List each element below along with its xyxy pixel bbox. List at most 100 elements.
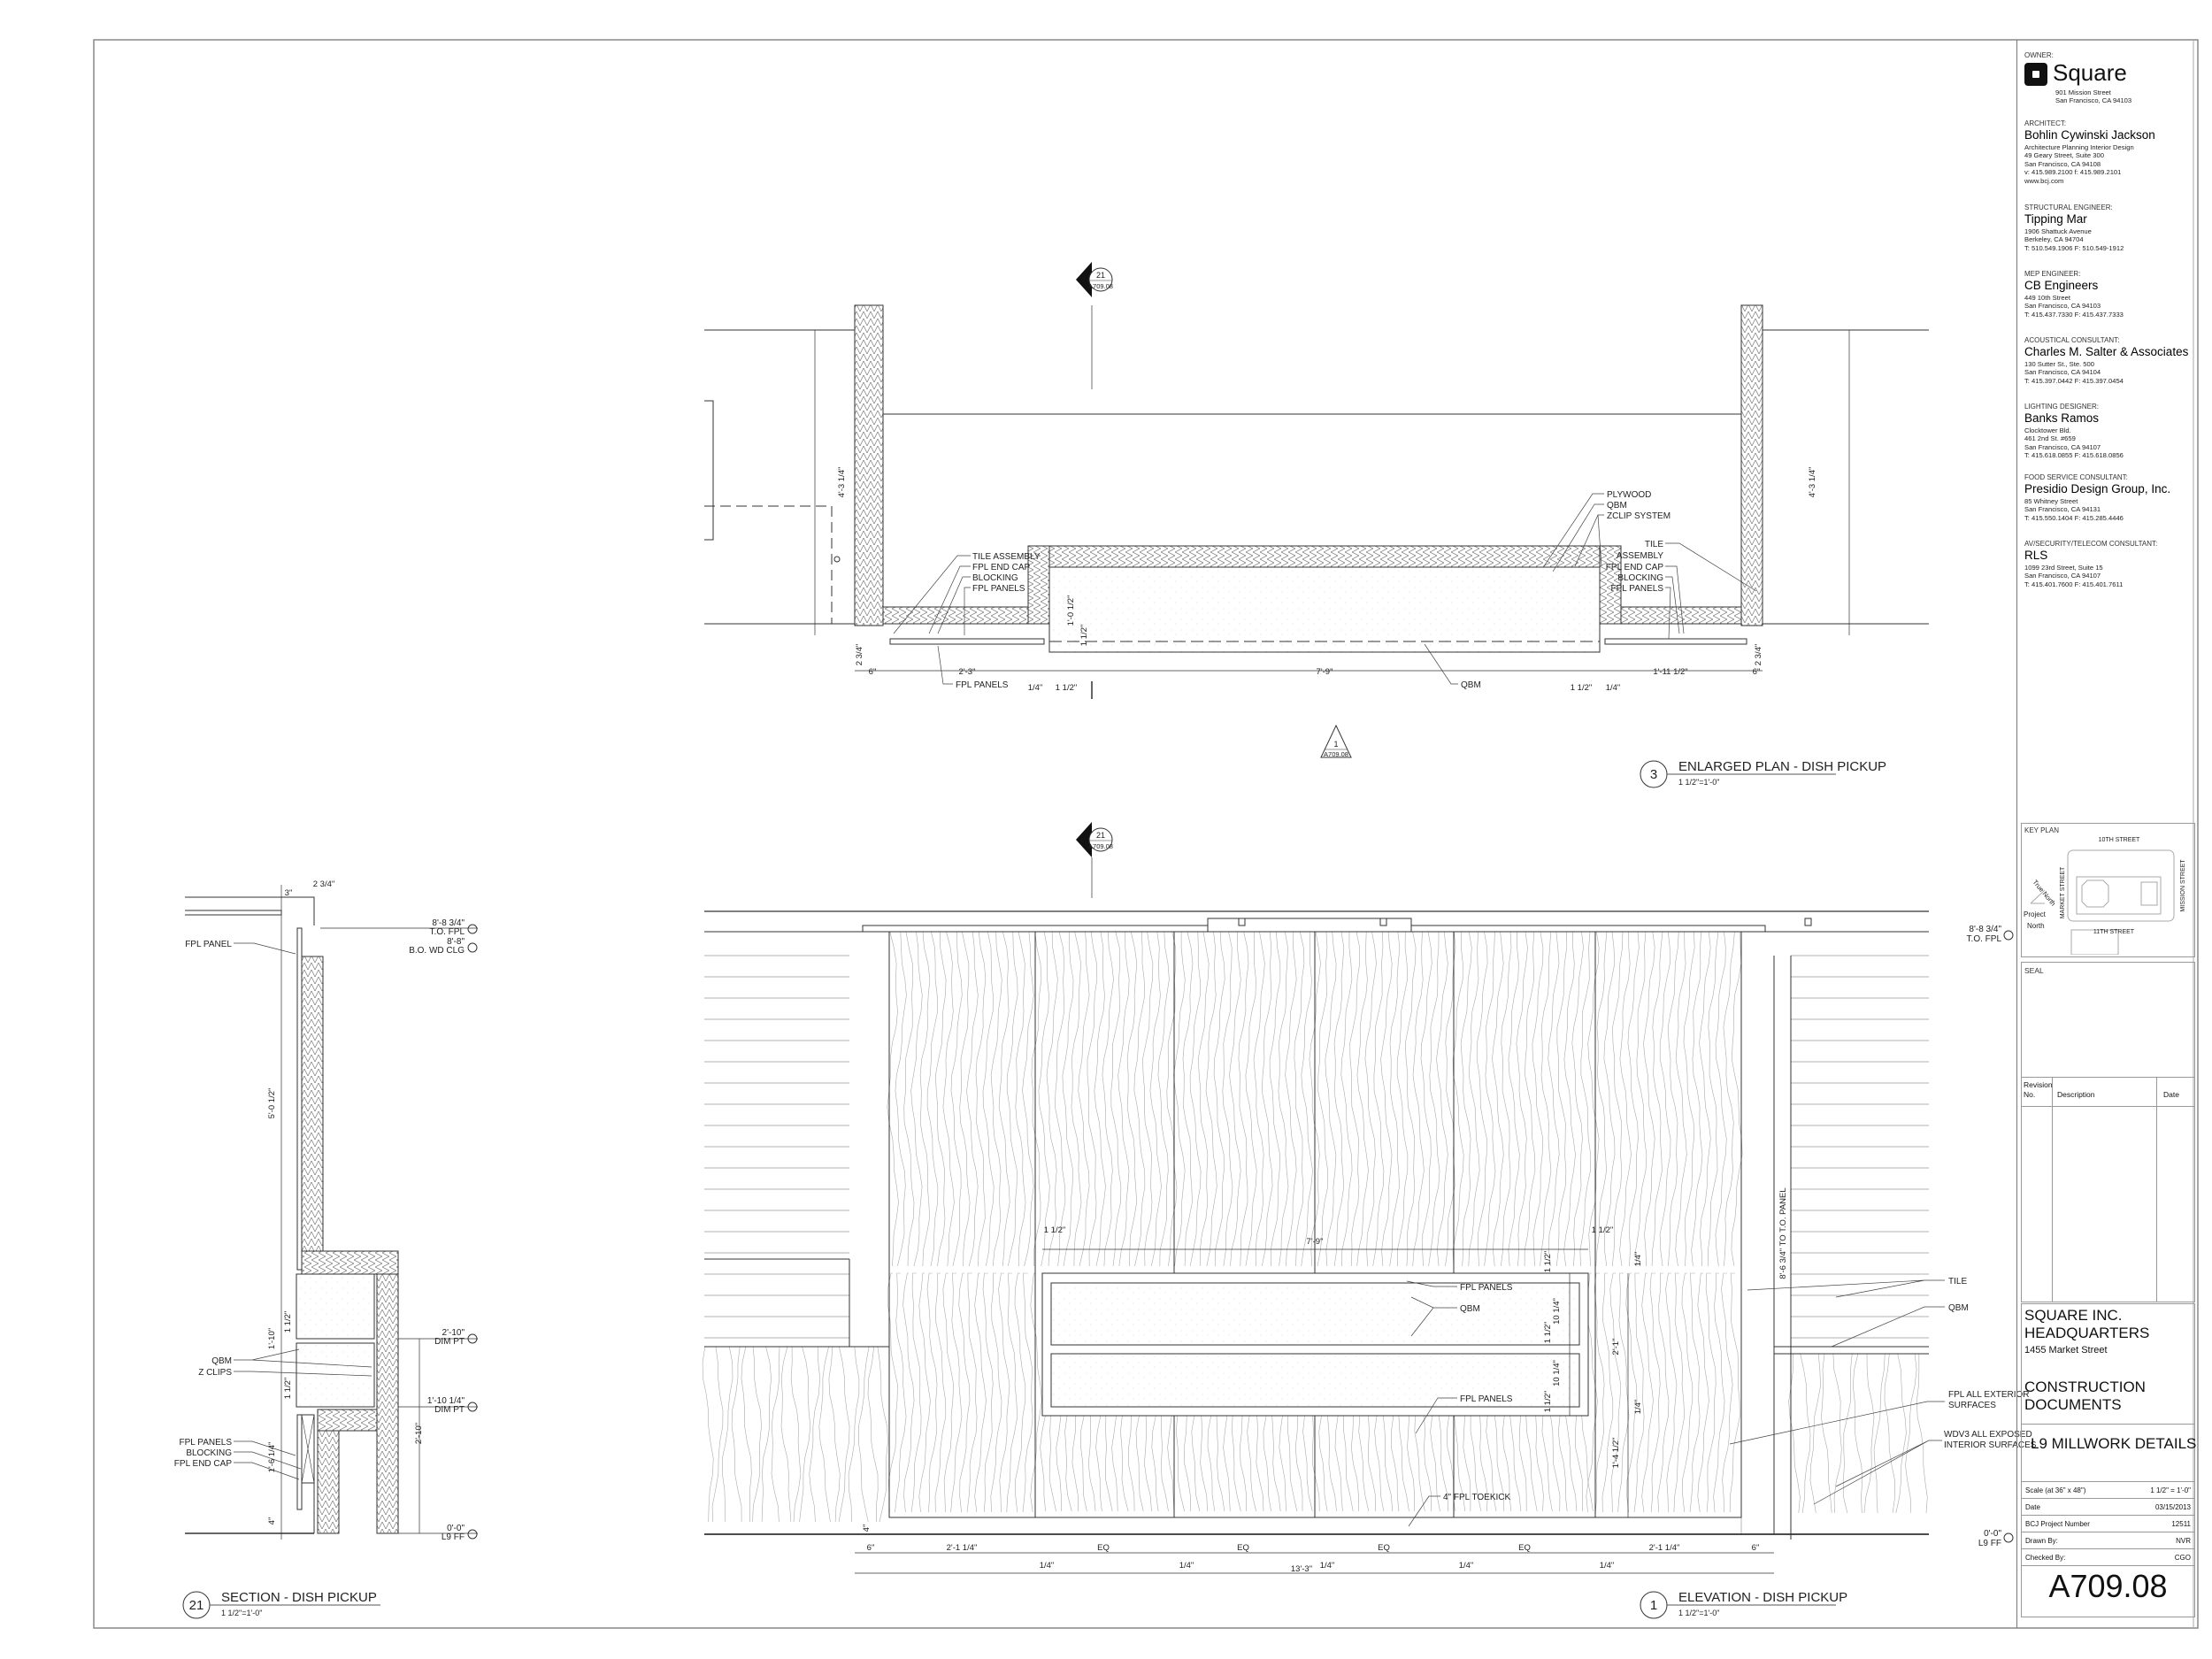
wood-grain-line: [1173, 931, 1186, 1267]
level-name: DIM PT: [434, 1405, 465, 1415]
dimension: 8'-6 3/4" TO T.O. PANEL: [1778, 1187, 1788, 1279]
wood-grain-line: [1031, 931, 1042, 1267]
wood-grain-line: [731, 1346, 742, 1523]
dimension: 1 1/2": [1044, 1225, 1066, 1235]
wood-grain-line: [1105, 1415, 1113, 1512]
wood-grain-line: [1524, 931, 1536, 1267]
dimension: EQ: [1237, 1543, 1249, 1553]
wood-grain-line: [1197, 931, 1210, 1267]
wood-grain-line: [1821, 1353, 1832, 1514]
section-marker-sheet: A709.08: [1088, 842, 1113, 850]
dimension: 1/4": [1606, 683, 1621, 693]
plan-number: 3: [1650, 767, 1657, 782]
wood-grain-line: [1287, 1415, 1298, 1512]
owner-address-line: San Francisco, CA 94103: [2055, 96, 2132, 104]
level-target-icon: [467, 942, 478, 953]
consultant-detail: San Francisco, CA 94107: [2024, 572, 2101, 580]
wood-grain-line: [1675, 931, 1687, 1267]
dimension: EQ: [1378, 1543, 1390, 1553]
qbm-upper: [296, 1273, 375, 1340]
sheet-number: A709.08: [2048, 1568, 2168, 1604]
level-value: 0'-0": [447, 1524, 465, 1533]
elevation-label: SURFACES: [1948, 1401, 1996, 1410]
wood-grain-line: [1404, 931, 1417, 1267]
elevation-label: 4" FPL TOEKICK: [1443, 1493, 1511, 1502]
level-name: L9 FF: [1978, 1539, 2001, 1548]
section-label: FPL PANELS: [180, 1438, 233, 1448]
plan-label: BLOCKING: [1617, 573, 1663, 583]
wood-grain-line: [1151, 1415, 1159, 1512]
wood-grain-line: [918, 1272, 931, 1513]
wood-grain-line: [1667, 931, 1679, 1267]
wood-grain-line: [1062, 931, 1074, 1267]
elevation-label: TILE: [1948, 1277, 1967, 1286]
section-label: BLOCKING: [186, 1448, 232, 1458]
wood-grain-line: [752, 1346, 762, 1523]
section-marker-number: 21: [1096, 271, 1105, 280]
wood-grain-line: [1611, 931, 1624, 1267]
elevation-marker[interactable]: 1 A709.08: [1320, 724, 1352, 758]
wood-grain-line: [1633, 1272, 1645, 1513]
wood-grain-line: [1279, 1415, 1287, 1512]
wood-grain-line: [1127, 1415, 1135, 1512]
section-marker[interactable]: 21 A709.08: [1076, 262, 1113, 297]
consultant-detail: T: 415.397.0442 F: 415.397.0454: [2024, 376, 2124, 385]
wood-grain-line: [1157, 931, 1170, 1267]
lower-wall: [317, 1430, 340, 1534]
dimension: 2'-1 1/4": [947, 1543, 978, 1553]
dimension: 1 1/2": [1543, 1322, 1553, 1344]
wood-grain-line: [950, 931, 963, 1267]
info-label: Scale (at 36" x 48"): [2025, 1486, 2086, 1494]
dimension: 4'-3 1/4": [837, 467, 847, 498]
wood-grain-line: [1213, 931, 1225, 1267]
consultant-name: Bohlin Cywinski Jackson: [2024, 128, 2155, 142]
wood-grain-line: [1571, 931, 1584, 1267]
elevation-title: 1 ELEVATION - DISH PICKUP 1 1/2"=1'-0": [1640, 1590, 1847, 1619]
wood-grain-line: [1166, 931, 1178, 1267]
wood-grain-line: [1627, 931, 1640, 1267]
right-wall: [1740, 304, 1763, 626]
wood-grain-line: [809, 1346, 821, 1523]
wood-grain-line: [1595, 931, 1608, 1267]
wood-grain-line: [1532, 931, 1544, 1267]
wood-grain-line: [1800, 1353, 1811, 1514]
wood-grain-line: [1325, 931, 1337, 1267]
wood-grain-line: [1541, 1415, 1553, 1512]
level-target-icon: [467, 924, 478, 934]
section-marker-number: 21: [1096, 831, 1105, 840]
elevation-section-marker[interactable]: 21 A709.08: [1076, 822, 1113, 898]
level-value: 8'-8 3/4": [1969, 925, 2001, 934]
wood-grain-line: [990, 931, 1002, 1267]
wood-grain-line: [1603, 931, 1616, 1267]
wood-grain-line: [1356, 931, 1369, 1267]
wood-grain-line: [1436, 931, 1448, 1267]
wood-grain-line: [1382, 1415, 1393, 1512]
wood-grain-line: [1649, 1272, 1661, 1513]
wood-grain-line: [1229, 931, 1241, 1267]
key-plan-map: 10TH STREET 11TH STREET MARKET STREET MI…: [2024, 837, 2186, 955]
wood-grain-line: [1625, 1272, 1638, 1513]
wood-grain-line: [1673, 1272, 1686, 1513]
wood-grain-line: [1420, 931, 1432, 1267]
wood-grain-line: [1334, 1415, 1343, 1512]
wood-grain-line: [1111, 1415, 1118, 1512]
wood-grain-line: [959, 931, 971, 1267]
wood-grain-line: [1389, 931, 1401, 1267]
wood-grain-line: [1022, 931, 1034, 1267]
wood-grain-line: [1161, 1415, 1169, 1512]
qbm-box: [1048, 566, 1601, 653]
dimension: 2'-3": [959, 667, 976, 677]
dimension: 6": [869, 667, 877, 677]
elevation: [702, 910, 1929, 1574]
wood-grain-line: [1309, 931, 1321, 1267]
wood-grain-line: [1548, 931, 1560, 1267]
project-north-label: North: [2027, 922, 2045, 930]
consultant-role: ARCHITECT:: [2024, 119, 2067, 127]
key-plan-label: KEY PLAN: [2024, 826, 2059, 834]
wood-grain-line: [1055, 931, 1066, 1267]
wood-grain-line: [848, 1346, 860, 1523]
wood-grain-line: [1285, 931, 1297, 1267]
dimension: 1 1/2": [283, 1311, 293, 1333]
